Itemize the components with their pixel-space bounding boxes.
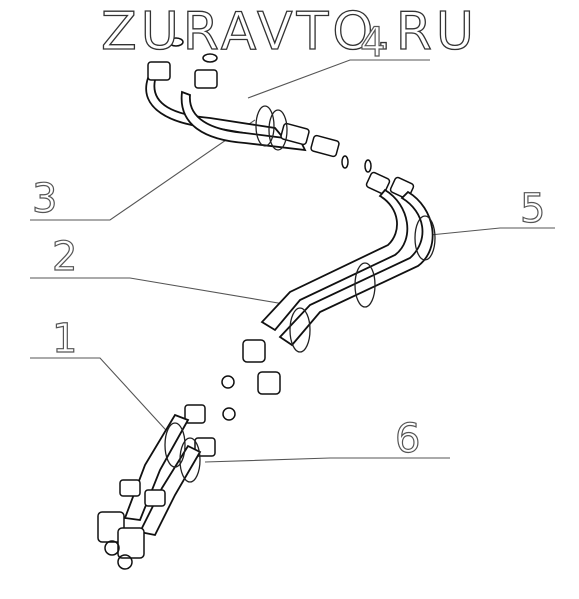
leader-5: [429, 227, 555, 236]
callout-1: 1: [51, 316, 78, 362]
callout-5: 5: [519, 186, 546, 232]
upper-hose-pair: [145, 37, 372, 173]
watermark-text: ZURAVTO.RU: [100, 1, 478, 62]
leader-3: [30, 119, 256, 221]
leader-2: [30, 277, 291, 306]
callout-3: 3: [31, 176, 58, 222]
leader-lines: [30, 59, 555, 463]
callout-2: 2: [51, 234, 78, 280]
lower-hose-pair: [97, 404, 216, 570]
leader-4: [247, 59, 430, 99]
callout-6: 6: [394, 416, 421, 462]
callout-4: 4: [359, 20, 386, 66]
leader-1: [30, 357, 176, 441]
middle-hose-pair: [221, 171, 436, 421]
leader-6: [204, 457, 450, 463]
